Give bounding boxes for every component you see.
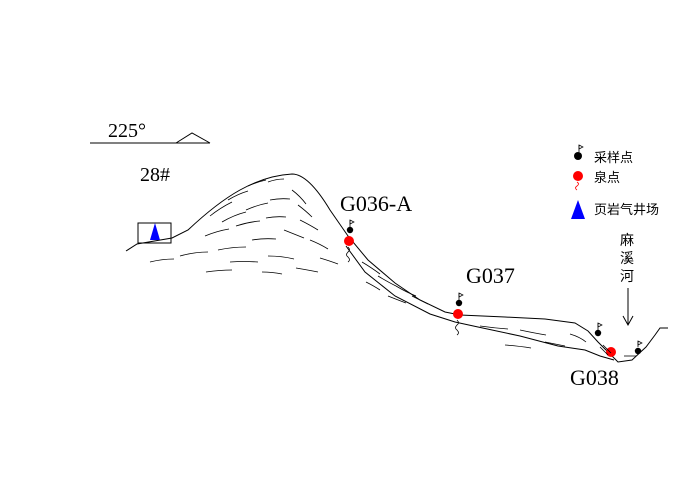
- sample-point-icon: [455, 299, 463, 307]
- legend-label-sample: 采样点: [594, 151, 633, 166]
- spring-outflow-icon: [599, 344, 612, 356]
- black-dot-flag-icon: [574, 152, 582, 160]
- flag-icon: [458, 292, 464, 298]
- slope-hatching: [361, 261, 587, 349]
- terrain-base-line: [345, 245, 615, 361]
- flag-icon: [597, 322, 603, 328]
- river-name-char-2: 溪: [620, 251, 634, 267]
- terrain-hatching: [149, 178, 339, 275]
- azimuth-label: 225°: [108, 120, 146, 142]
- station-g038: G038: [570, 322, 619, 390]
- spring-point-icon: [453, 309, 463, 319]
- river-name-char-1: 麻: [620, 233, 634, 249]
- station-label-g037: G037: [466, 263, 515, 288]
- legend-item-sample: 采样点: [574, 144, 633, 166]
- well-site-triangle-icon: [150, 223, 160, 240]
- profile-number: 28#: [140, 164, 170, 186]
- flag-icon: [349, 219, 355, 225]
- river-name-char-3: 河: [620, 269, 634, 285]
- spring-squiggle-icon: [455, 319, 459, 336]
- legend-label-spring: 泉点: [594, 170, 620, 186]
- shale-gas-well-site: [137, 222, 172, 244]
- river-sample-point-icon: [634, 347, 642, 355]
- river-mapping-stream: 麻 溪 河: [620, 233, 643, 357]
- orientation-peak-symbol: [175, 132, 211, 144]
- orientation-indicator: 225°: [90, 120, 211, 144]
- well-site-box: [137, 222, 172, 244]
- legend-item-well: 页岩气井场: [571, 200, 659, 219]
- legend-item-spring: 泉点: [573, 170, 620, 191]
- blue-triangle-icon: [571, 200, 585, 219]
- station-label-g038: G038: [570, 365, 619, 390]
- station-g037: G037: [453, 263, 515, 336]
- river-arrow-head-icon: [622, 315, 634, 327]
- flag-icon: [637, 340, 643, 346]
- legend-label-well: 页岩气井场: [594, 202, 659, 218]
- spring-squiggle-icon: [575, 181, 579, 191]
- legend: 采样点 泉点 页岩气井场: [571, 144, 659, 219]
- station-label-g036-a: G036-A: [340, 191, 412, 216]
- spring-point-icon: [344, 236, 354, 246]
- station-g036-a: G036-A: [340, 191, 412, 263]
- sample-point-icon: [346, 226, 354, 234]
- spring-point-icon: [606, 347, 616, 357]
- red-dot-spring-icon: [573, 171, 583, 181]
- flag-icon: [578, 144, 584, 150]
- sample-point-icon: [594, 329, 602, 337]
- terrain-profile-line: [125, 173, 668, 363]
- spring-squiggle-icon: [346, 246, 350, 263]
